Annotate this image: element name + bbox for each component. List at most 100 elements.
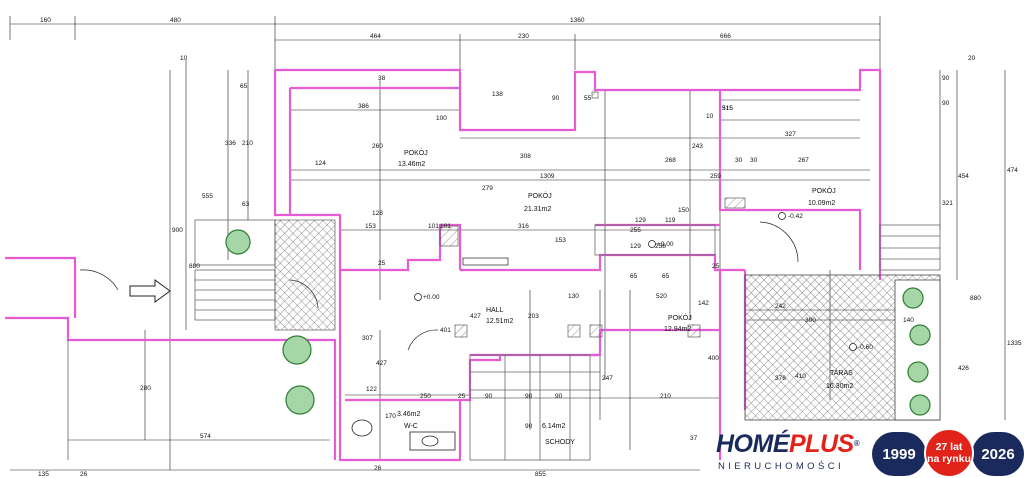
dim-label: 122 <box>366 386 377 393</box>
dim-label: 410 <box>795 373 806 380</box>
dim-label: 427 <box>376 360 387 367</box>
dim-label: 336 <box>225 140 236 147</box>
brand-tagline: NIERUCHOMOŚCI <box>718 461 845 472</box>
room-name: POKÓJ <box>668 313 692 322</box>
level-labels: +0.00 +0.00 -0.42 -0.60 <box>423 213 873 351</box>
level-markers <box>414 212 857 351</box>
side-dimension-labels: 65 336 210 63 555 900 880 90 90 454 474 … <box>140 75 1022 392</box>
dim-label: 1360 <box>570 17 585 24</box>
room-area: 10.09m2 <box>808 200 835 207</box>
level-label: -0.60 <box>858 344 873 351</box>
dim-label: 65 <box>662 273 670 280</box>
plant-icons <box>225 229 931 416</box>
structural-lines <box>67 219 941 461</box>
room-name: HALL <box>486 307 504 314</box>
dim-label: 515 <box>722 105 733 112</box>
dim-label: 230 <box>518 33 529 40</box>
dim-label: 210 <box>660 393 671 400</box>
dim-label: 250 <box>420 393 431 400</box>
dim-label: 474 <box>1007 167 1018 174</box>
year-start-badge: 1999 <box>872 432 926 476</box>
dim-label: 464 <box>370 33 381 40</box>
dim-label: 268 <box>665 157 676 164</box>
dim-label: 100 <box>436 115 447 122</box>
dim-label: 855 <box>535 471 546 478</box>
dim-label: 90 <box>525 423 533 430</box>
wc-fixtures <box>351 419 456 451</box>
dim-label: 129 <box>630 243 641 250</box>
level-label: +0.00 <box>423 294 440 301</box>
dim-label: 666 <box>720 33 731 40</box>
pillars <box>439 91 746 338</box>
dim-label: 243 <box>692 143 703 150</box>
dim-label: 153 <box>555 237 566 244</box>
dim-label: 259 <box>710 173 721 180</box>
inner-dimension-labels: 386 100 260 124 308 1309 279 128 153 101… <box>38 75 914 478</box>
dim-label: 90 <box>555 393 563 400</box>
room-name: W-C <box>404 423 418 430</box>
room-name: TARAS <box>830 370 853 377</box>
dim-label: 255 <box>630 227 641 234</box>
dim-label: 1309 <box>540 173 555 180</box>
dim-label: 119 <box>665 217 676 224</box>
dim-label: 880 <box>189 263 200 270</box>
room-area: 3.46m2 <box>397 411 420 418</box>
dim-label: 307 <box>362 335 373 342</box>
anniversary-line2: na rynku <box>927 453 971 465</box>
dim-label: 65 <box>630 273 638 280</box>
dim-label: 129 <box>635 217 646 224</box>
dim-label: 210 <box>242 140 253 147</box>
dim-label: 26 <box>374 465 382 472</box>
dim-label: 101 <box>440 223 451 230</box>
entrance-arrow <box>129 279 171 303</box>
dim-label: 30 <box>735 157 743 164</box>
dim-label: 30 <box>750 157 758 164</box>
dim-label: 90 <box>485 393 493 400</box>
dim-label: 153 <box>365 223 376 230</box>
dim-label: 10 <box>180 55 188 62</box>
dim-label: 38 <box>378 75 386 82</box>
dimension-lines <box>9 16 1006 471</box>
top-dimension-labels: 160 480 1360 464 230 666 20 10 <box>40 17 976 62</box>
brand-wordmark: HOMÉPLUS® <box>716 430 860 458</box>
dim-label: 267 <box>798 157 809 164</box>
dim-label: 90 <box>942 100 950 107</box>
dim-label: 150 <box>678 207 689 214</box>
dim-label: 280 <box>140 385 151 392</box>
dim-label: 55 <box>584 95 592 102</box>
brand-name-part2: PLUS <box>789 430 854 458</box>
dim-label: 160 <box>40 17 51 24</box>
dim-label: 242 <box>775 303 786 310</box>
dim-label: 247 <box>602 375 613 382</box>
dim-label: 90 <box>525 393 533 400</box>
dim-label: 170 <box>385 413 396 420</box>
brand-name-part1: HOMÉ <box>716 430 790 458</box>
dim-label: 142 <box>698 300 709 307</box>
room-area: 12.51m2 <box>486 318 513 325</box>
dim-label: 10 <box>706 113 714 120</box>
room-name: SCHODY <box>545 439 575 446</box>
room-name: POKÓJ <box>404 148 428 157</box>
anniversary-line1: 27 lat <box>935 441 963 453</box>
dim-label: 26 <box>80 471 88 478</box>
dim-label: 316 <box>518 223 529 230</box>
dim-label: 140 <box>903 317 914 324</box>
dim-label: 520 <box>656 293 667 300</box>
dim-label: 128 <box>372 210 383 217</box>
dim-label: 427 <box>470 313 481 320</box>
level-label: +0.00 <box>657 241 674 248</box>
dim-label: 101 <box>428 223 439 230</box>
dim-label: 124 <box>315 160 326 167</box>
dim-label: 258 <box>655 243 666 250</box>
dim-label: 25 <box>458 393 466 400</box>
dim-label: 1335 <box>1007 340 1022 347</box>
room-area: 6.14m2 <box>542 423 565 430</box>
dim-label: 20 <box>968 55 976 62</box>
dim-label: 203 <box>528 313 539 320</box>
dim-label: 574 <box>200 433 211 440</box>
room-area: 13.46m2 <box>398 161 425 168</box>
dim-label: 454 <box>958 173 969 180</box>
dim-label: 386 <box>358 103 369 110</box>
door-swings <box>79 221 799 351</box>
year-end-badge: 2026 <box>972 432 1024 476</box>
